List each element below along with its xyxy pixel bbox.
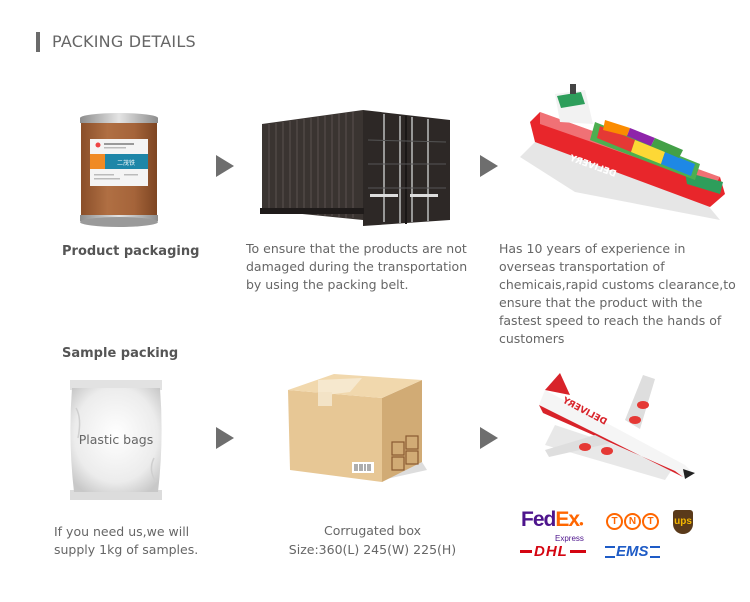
drum-label-text: 二茂铁 [117, 159, 135, 167]
arrow-right-icon [216, 155, 234, 177]
fiber-drum-image: 二茂铁 [78, 112, 160, 230]
corrugated-box-image [282, 370, 432, 485]
box-name: Corrugated box [323, 523, 422, 538]
ship-description: Has 10 years of experience in overseas t… [499, 241, 736, 346]
ems-logo: EMS [605, 543, 660, 560]
ups-logo: ups [673, 510, 693, 534]
sample-packing-label: Sample packing [62, 346, 179, 361]
cargo-plane-image: DELIVERY [525, 365, 700, 485]
plastic-bag-image [68, 378, 164, 502]
sample-description: If you need us,we will supply 1kg of sam… [54, 524, 199, 557]
dhl-logo: DHL [520, 543, 586, 560]
plastic-bag-text: Plastic bags [78, 432, 154, 447]
fedex-express: Express [555, 534, 584, 543]
page-title: PACKING DETAILS [52, 32, 196, 51]
tnt-logo: T N T [606, 513, 659, 530]
cargo-ship-image: DELIVERY [515, 82, 730, 222]
product-packaging-label: Product packaging [62, 244, 200, 259]
fedex-logo: FedEx● Express [521, 508, 584, 543]
title-accent-bar [36, 32, 40, 52]
arrow-right-icon [480, 155, 498, 177]
box-size: Size:360(L) 245(W) 225(H) [288, 542, 457, 557]
arrow-right-icon [216, 427, 234, 449]
container-description: To ensure that the products are not dama… [246, 241, 468, 292]
arrow-right-icon [480, 427, 498, 449]
box-info: Corrugated box Size:360(L) 245(W) 225(H) [260, 521, 485, 559]
shipping-container-image [260, 102, 455, 227]
